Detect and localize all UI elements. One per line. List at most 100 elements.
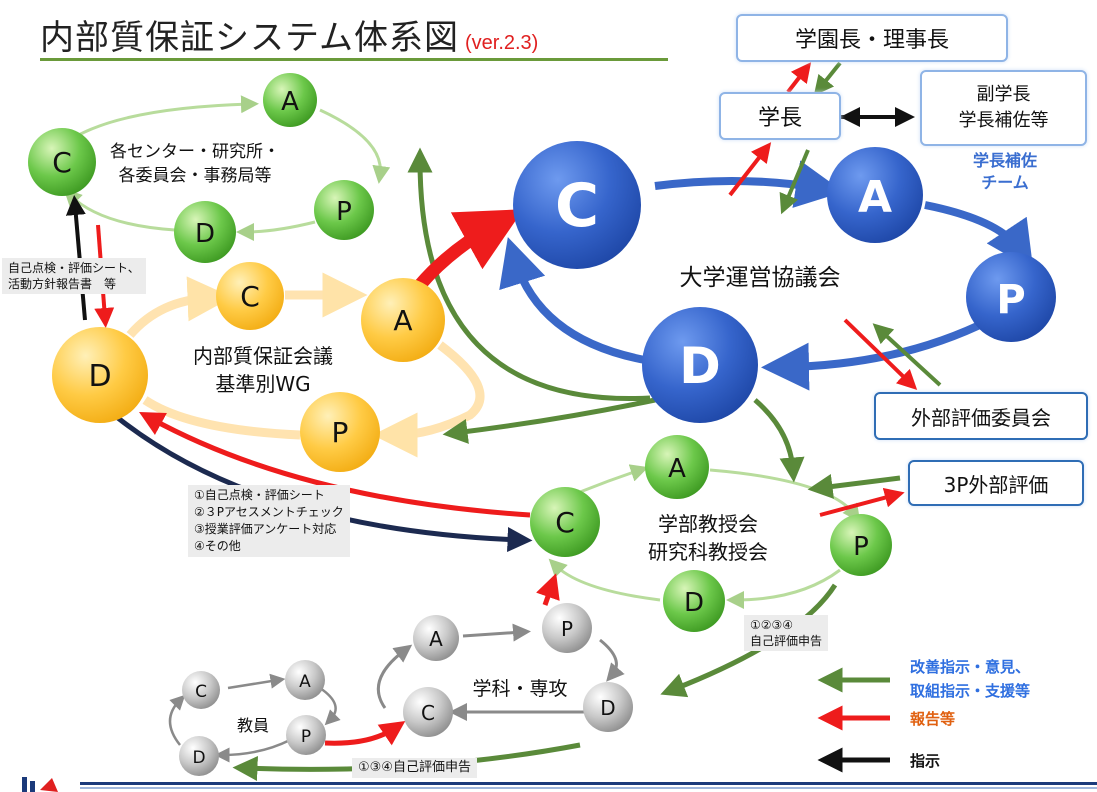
center-node-a[interactable]: A [263, 73, 317, 127]
faculty-report-note: ①②③④ 自己評価申告 [744, 615, 829, 651]
org-logo [22, 777, 58, 792]
svg-text:C: C [555, 171, 599, 241]
council-node-a[interactable]: A [827, 147, 923, 243]
svg-text:C: C [240, 280, 260, 313]
council-cycle-label: 大学運営協議会 [679, 265, 841, 291]
president-team-line2: チーム [981, 173, 1029, 192]
faculty-report-note-line2: 自己評価申告 [750, 634, 823, 648]
teacher-node-a[interactable]: A [285, 660, 325, 700]
svg-text:P: P [332, 416, 349, 449]
department-node-c[interactable]: C [403, 687, 453, 737]
svg-text:D: D [684, 588, 704, 618]
items-note-line1: ①自己点検・評価シート [194, 488, 325, 502]
quality-cycle-label-line2: 基準別WG [215, 372, 311, 396]
president-label: 学長 [757, 106, 802, 131]
president-team-label: 学長補佐 チーム [955, 150, 1055, 194]
svg-text:D: D [600, 696, 615, 720]
legend-green-line2: 取組指示・支援等 [910, 682, 1031, 700]
svg-text:C: C [421, 701, 435, 725]
president-board-box[interactable]: 学園長・理事長 [736, 14, 1008, 62]
teacher-node-c[interactable]: C [182, 671, 220, 709]
quality-node-d[interactable]: D [52, 327, 148, 423]
quality-node-a[interactable]: A [361, 278, 445, 362]
svg-text:A: A [393, 304, 412, 337]
svg-text:C: C [52, 146, 72, 179]
svg-text:D: D [195, 219, 215, 249]
center-node-p[interactable]: P [314, 180, 374, 240]
center-cycle-label-line1: 各センター・研究所・ [110, 142, 280, 162]
faculty-node-p[interactable]: P [830, 514, 892, 576]
external-eval-3p-label: 3P外部評価 [943, 472, 1049, 497]
svg-text:P: P [853, 532, 869, 562]
svg-text:A: A [281, 87, 299, 117]
quality-node-p[interactable]: P [300, 392, 380, 472]
center-cycle-label-line2: 各委員会・事務局等 [118, 166, 272, 186]
page-title: 内部質保証システム体系図(ver.2.3) [40, 10, 538, 59]
center-cycle-label: 各センター・研究所・ 各委員会・事務局等 [100, 140, 290, 188]
faculty-cycle-label: 学部教授会 研究科教授会 [628, 510, 788, 566]
external-eval-committee-label: 外部評価委員会 [911, 405, 1051, 430]
external-eval-3p-box[interactable]: 3P外部評価 [908, 460, 1084, 506]
svg-text:P: P [561, 617, 573, 641]
svg-text:P: P [301, 727, 311, 747]
legend-red-text: 報告等 [910, 710, 956, 728]
department-node-d[interactable]: D [583, 682, 633, 732]
quality-cycle-label: 内部質保証会議 基準別WG [178, 342, 348, 398]
svg-text:D: D [679, 337, 721, 395]
legend-black-text: 指示 [910, 752, 941, 770]
president-team-line1: 学長補佐 [972, 151, 1037, 170]
faculty-cycle-label-line2: 研究科教授会 [648, 540, 768, 564]
legend-arrows [817, 667, 890, 773]
vice-president-line2: 学長補佐等 [958, 110, 1049, 131]
items-note-line4: ④その他 [194, 539, 241, 553]
faculty-cycle-nodes: C A P D [530, 435, 892, 632]
legend-green-line1: 改善指示・意見、 [910, 658, 1031, 676]
report-arrows-red [94, 62, 918, 746]
self-check-note: 自己点検・評価シート、 活動方針報告書 等 [2, 258, 146, 294]
vice-president-line1: 副学長 [976, 84, 1031, 105]
department-node-p[interactable]: P [542, 603, 592, 653]
footer-bar [80, 782, 1097, 789]
center-node-d[interactable]: D [174, 201, 236, 263]
teacher-cycle-arrows [168, 673, 341, 763]
center-node-c[interactable]: C [28, 128, 96, 196]
legend-green-text: 改善指示・意見、 取組指示・支援等 [910, 655, 1030, 703]
faculty-cycle-label-line1: 学部教授会 [658, 512, 758, 536]
quality-cycle-nodes: C A P D [52, 262, 445, 472]
svg-text:C: C [555, 506, 575, 539]
svg-text:A: A [858, 172, 892, 223]
svg-text:A: A [668, 454, 686, 484]
quality-cycle-arrows [126, 272, 485, 458]
president-board-label: 学園長・理事長 [794, 28, 949, 53]
title-version: (ver.2.3) [464, 32, 539, 54]
teacher-report-note: ①③④自己評価申告 [352, 758, 477, 778]
items-note-line2: ②３Pアセスメントチェック [194, 505, 344, 519]
council-node-p[interactable]: P [966, 252, 1056, 342]
department-node-a[interactable]: A [413, 615, 459, 661]
council-node-d[interactable]: D [642, 307, 758, 423]
president-box[interactable]: 学長 [719, 92, 841, 140]
faculty-report-note-line1: ①②③④ [750, 618, 794, 632]
faculty-node-c[interactable]: C [530, 487, 600, 557]
council-node-c[interactable]: C [513, 141, 641, 269]
svg-text:D: D [88, 359, 111, 394]
self-check-note-line2: 活動方針報告書 等 [8, 277, 117, 291]
teacher-cycle-label: 教員 [236, 716, 269, 735]
faculty-node-d[interactable]: D [663, 570, 725, 632]
external-eval-committee-box[interactable]: 外部評価委員会 [874, 392, 1088, 440]
title-main: 内部質保証システム体系図 [40, 18, 459, 58]
self-check-note-line1: 自己点検・評価シート、 [8, 261, 140, 275]
teacher-node-p[interactable]: P [286, 715, 326, 755]
quality-node-c[interactable]: C [216, 262, 284, 330]
vice-president-box[interactable]: 副学長 学長補佐等 [920, 70, 1087, 146]
title-underline [40, 58, 668, 61]
svg-text:C: C [195, 682, 207, 702]
department-cycle-label: 学科・専攻 [472, 678, 568, 700]
svg-text:A: A [429, 627, 443, 651]
svg-text:A: A [299, 672, 311, 692]
teacher-node-d[interactable]: D [179, 736, 219, 776]
quality-cycle-label-line1: 内部質保証会議 [193, 344, 333, 368]
faculty-node-a[interactable]: A [645, 435, 709, 499]
svg-text:D: D [192, 748, 205, 768]
